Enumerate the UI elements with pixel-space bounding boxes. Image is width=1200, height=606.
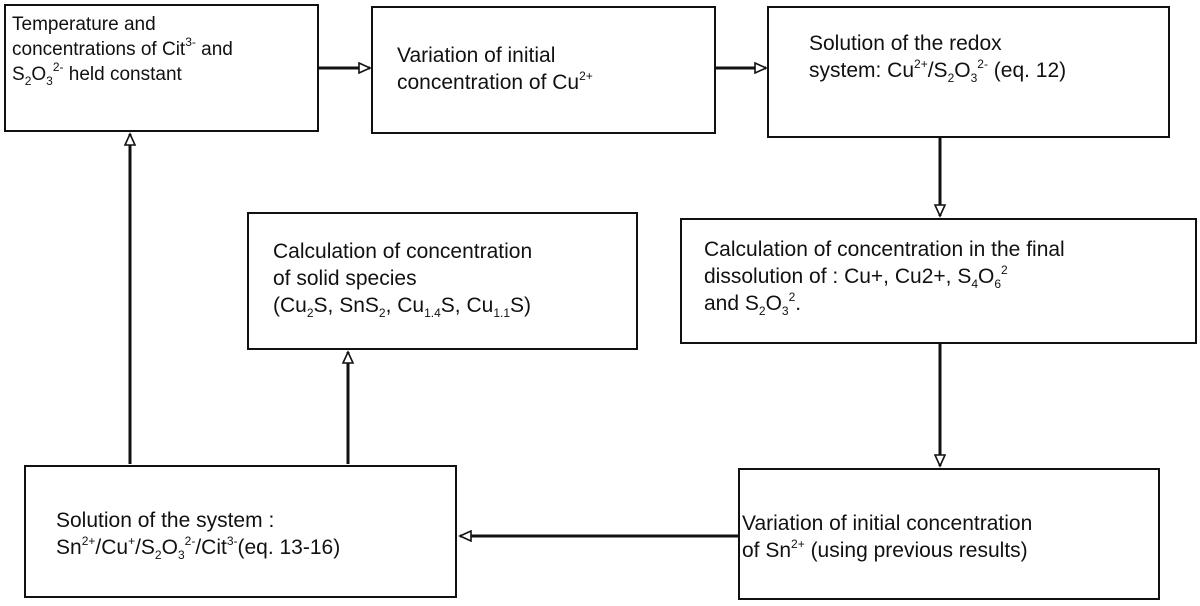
superscript: 2+ <box>579 69 593 83</box>
text-line: (Cu2S, SnS2, Cu1.4S, Cu1.1S) <box>273 292 532 319</box>
subscript: 2 <box>24 74 32 88</box>
text-run: O <box>978 265 995 288</box>
text-run: Calculation of concentration <box>273 240 533 263</box>
text-run: O <box>161 536 178 559</box>
subscript: 2 <box>378 306 386 320</box>
text-run: (Cu <box>273 294 307 317</box>
text-run: /Cit <box>195 536 227 559</box>
text-run: S, SnS <box>313 294 379 317</box>
text-line: Solution of the redox <box>809 30 1066 57</box>
text-run: S) <box>510 294 532 317</box>
text-run: Solution of the system : <box>56 509 275 532</box>
text-run: held constant <box>63 64 182 85</box>
box-vary-sn-text: Variation of initial concentration of Sn… <box>742 510 1032 564</box>
text-run: . <box>795 292 802 315</box>
text-line: concentration of Cu2+ <box>397 69 593 96</box>
text-run: Temperature and <box>12 14 156 35</box>
superscript: 2+ <box>791 537 805 551</box>
text-line: Variation of initial <box>397 42 593 69</box>
text-run: , Cu <box>385 294 425 317</box>
text-run: (using previous results) <box>804 539 1028 562</box>
text-line: and S2O32. <box>704 290 1065 317</box>
text-line: dissolution of : Cu+, Cu2+, S4O62 <box>704 263 1065 290</box>
superscript: 2 <box>1001 263 1008 277</box>
box-system-solution: Solution of the system :Sn2+/Cu+/S2O32-/… <box>24 465 457 598</box>
superscript: + <box>128 534 136 548</box>
text-line: Calculation of concentration <box>273 238 532 265</box>
text-run: /S <box>135 536 155 559</box>
text-run: and S <box>704 292 759 315</box>
text-run: dissolution of : Cu+, Cu2+, S <box>704 265 972 288</box>
text-run: S <box>12 64 25 85</box>
box-vary-sn: Variation of initial concentration of Sn… <box>738 468 1160 600</box>
text-run: Variation of initial concentration <box>742 512 1033 535</box>
superscript: 2 <box>788 290 796 304</box>
text-line: Solution of the system : <box>56 507 340 534</box>
superscript: 3- <box>226 534 238 548</box>
text-line: of Sn2+ (using previous results) <box>742 537 1032 564</box>
text-run: system: Cu <box>809 59 915 82</box>
text-run: /Cu <box>95 536 129 559</box>
text-run: Calculation of concentration in the fina… <box>704 238 1065 261</box>
subscript: 2 <box>947 71 955 85</box>
text-run: Solution of the redox <box>809 32 1002 55</box>
text-run: Variation of initial <box>397 44 556 67</box>
text-line: Calculation of concentration in the fina… <box>704 236 1065 263</box>
text-run: of Sn <box>742 539 792 562</box>
box-final-concentration: Calculation of concentration in the fina… <box>680 218 1197 344</box>
box-solid-species-text: Calculation of concentration of solid spe… <box>273 238 532 319</box>
text-line: concentrations of Cit3- and <box>12 35 233 62</box>
subscript: 3 <box>177 548 185 562</box>
text-line: Sn2+/Cu+/S2O32-/Cit3-(eq. 13-16) <box>56 534 340 561</box>
subscript: 2 <box>758 304 766 318</box>
text-run: (eq. 12) <box>987 59 1067 82</box>
subscript: 3 <box>46 74 53 88</box>
text-run: Sn <box>56 536 82 559</box>
text-line: Variation of initial concentration <box>742 510 1032 537</box>
text-line: S2O32- held constant <box>12 60 233 88</box>
superscript: 2- <box>184 534 196 548</box>
superscript: 2- <box>977 57 988 71</box>
box-final-concentration-text: Calculation of concentration in the fina… <box>704 236 1065 317</box>
text-run: O <box>954 59 971 82</box>
box-system-solution-text: Solution of the system :Sn2+/Cu+/S2O32-/… <box>56 507 340 561</box>
box-solid-species: Calculation of concentration of solid spe… <box>247 212 638 350</box>
subscript: 3 <box>970 71 978 85</box>
superscript: 2- <box>52 60 64 74</box>
text-line: of solid species <box>273 265 532 292</box>
text-run: and <box>195 39 233 60</box>
text-run: /S <box>927 59 948 82</box>
subscript: 4 <box>971 277 979 291</box>
subscript: 2 <box>154 548 162 562</box>
superscript: 2+ <box>81 534 96 548</box>
text-run: S, Cu <box>440 294 494 317</box>
text-line: Temperature and <box>12 12 233 37</box>
text-line: system: Cu2+/S2O32- (eq. 12) <box>809 57 1066 84</box>
subscript: 3 <box>781 304 789 318</box>
text-run: of solid species <box>273 267 417 290</box>
text-run: O <box>765 292 782 315</box>
subscript: 6 <box>994 277 1002 291</box>
subscript: 1.1 <box>493 306 511 320</box>
text-run: (eq. 13-16) <box>237 536 341 559</box>
subscript: 2 <box>306 306 314 320</box>
text-run: O <box>31 64 47 85</box>
superscript: 2+ <box>914 57 928 71</box>
text-run: concentration of Cu <box>397 71 580 94</box>
text-run: concentrations of Cit <box>12 39 186 60</box>
superscript: 3- <box>185 35 196 49</box>
subscript: 1.4 <box>424 306 441 320</box>
